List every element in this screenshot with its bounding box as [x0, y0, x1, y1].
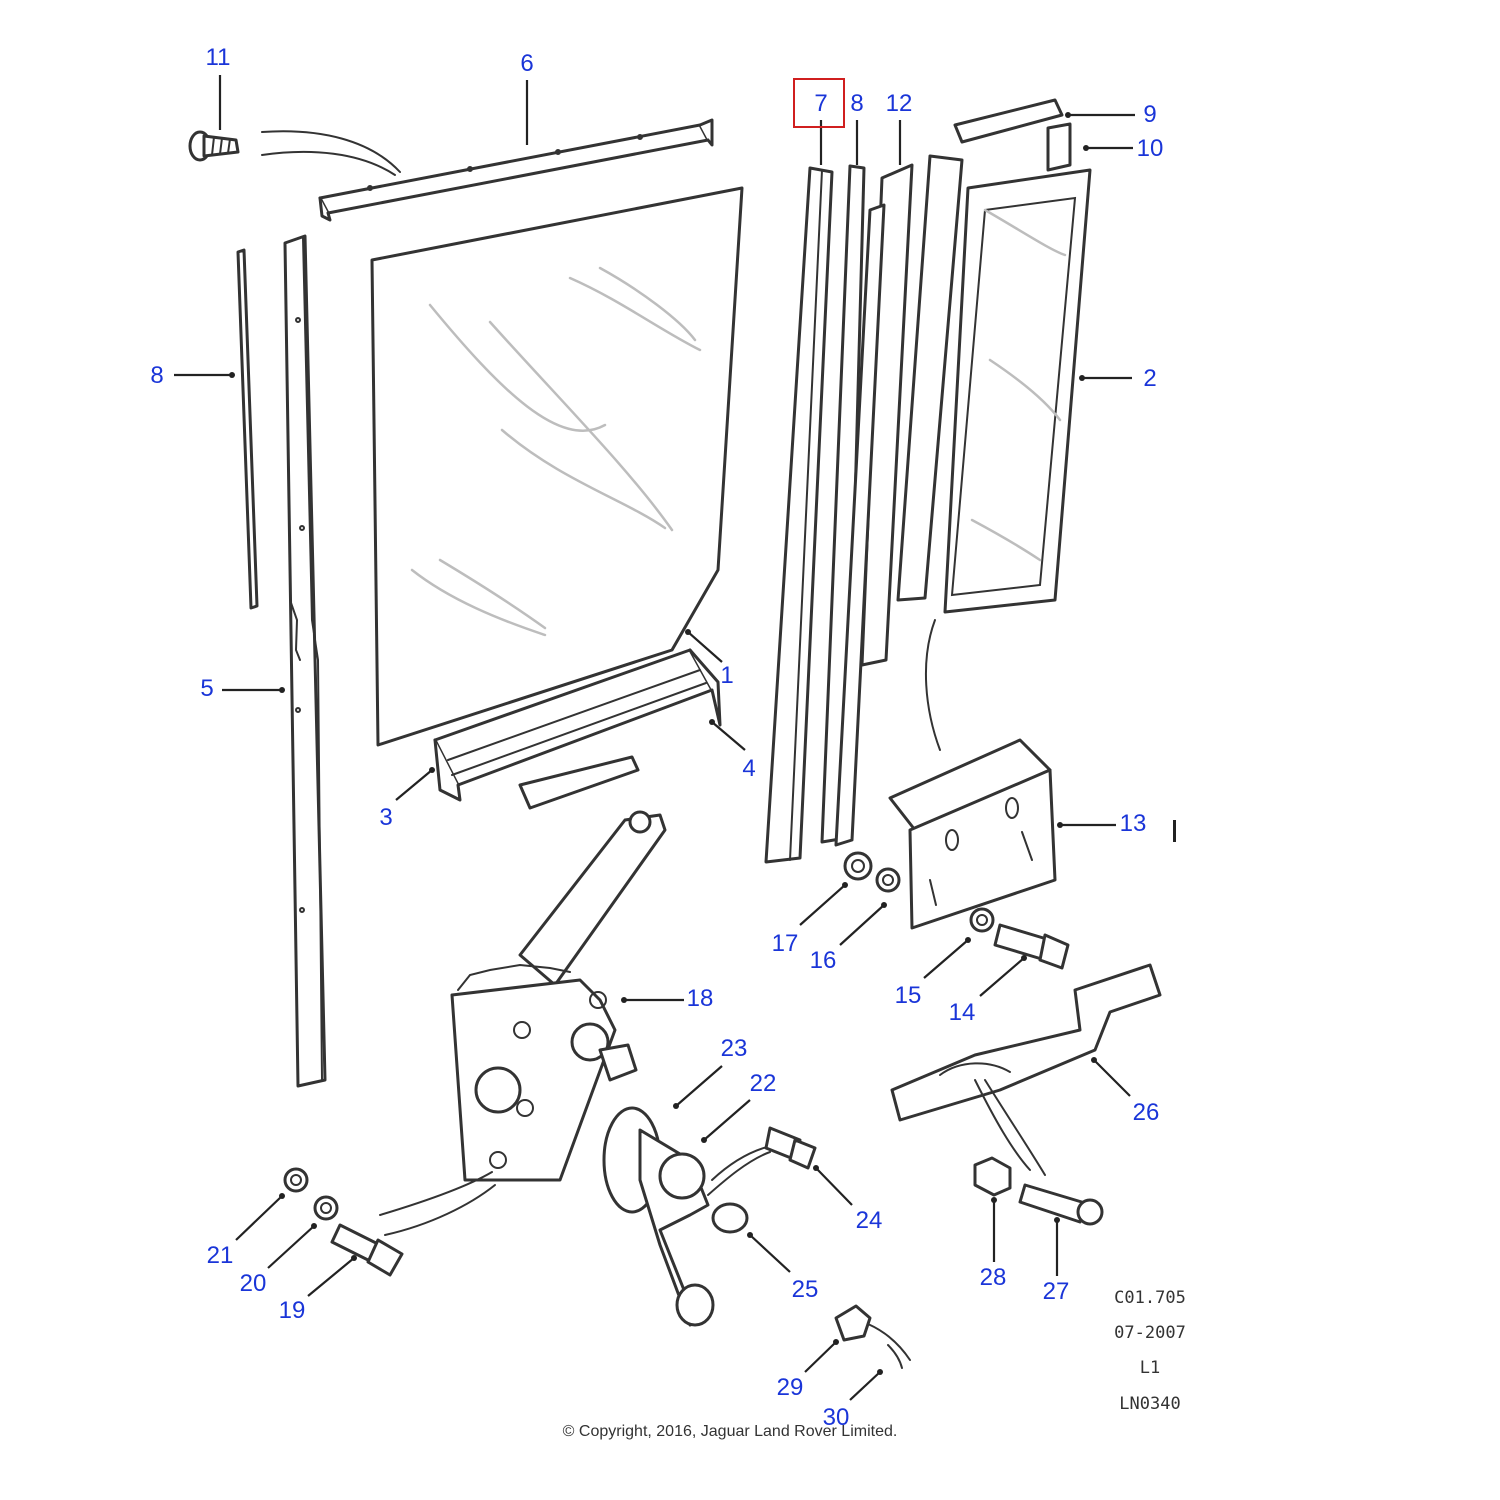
bolt-14 [993, 923, 1070, 970]
callout-29[interactable]: 29 [776, 1374, 804, 1401]
washer-16 [875, 867, 901, 893]
callout-16[interactable]: 16 [809, 947, 837, 974]
ref-code-1: C01.705 [1114, 1288, 1186, 1308]
regulator-18 [450, 810, 667, 1182]
text-cursor [1173, 820, 1176, 842]
winder-handle-22-23 [602, 1106, 715, 1327]
callout-4[interactable]: 4 [742, 755, 756, 782]
callout-11[interactable]: 11 [205, 44, 231, 71]
callout-3[interactable]: 3 [379, 804, 393, 831]
callout-7[interactable]: 7 [814, 90, 828, 117]
screw-27 [1018, 1183, 1104, 1226]
callout-23[interactable]: 23 [720, 1035, 748, 1062]
callout-25[interactable]: 25 [791, 1276, 819, 1303]
callout-10[interactable]: 10 [1136, 135, 1164, 162]
selected-callout-highlight [793, 78, 845, 128]
handle-26 [890, 963, 1162, 1122]
leader-lines [174, 75, 1135, 1401]
copyright-notice: © Copyright, 2016, Jaguar Land Rover Lim… [562, 1423, 898, 1440]
ref-code-3: LN0340 [1119, 1394, 1181, 1414]
clip-29 [834, 1304, 872, 1342]
callout-6[interactable]: 6 [520, 50, 534, 77]
callout-14[interactable]: 14 [948, 999, 976, 1026]
callout-17[interactable]: 17 [771, 930, 799, 957]
cap-25 [711, 1202, 749, 1234]
strip-8-left [236, 248, 259, 610]
channel-5 [283, 234, 327, 1088]
callout-26[interactable]: 26 [1132, 1099, 1160, 1126]
nut-17 [843, 851, 873, 881]
frame-2-9-10 [896, 98, 1092, 614]
ref-date: 07-2007 [1114, 1323, 1186, 1343]
callout-20[interactable]: 20 [239, 1270, 267, 1297]
screw-11 [188, 130, 240, 162]
callout-28[interactable]: 28 [979, 1264, 1007, 1291]
nut-28 [973, 1156, 1012, 1197]
callout-9[interactable]: 9 [1143, 101, 1157, 128]
callout-2[interactable]: 2 [1143, 365, 1157, 392]
callout-30[interactable]: 30 [822, 1404, 850, 1431]
washer-20 [313, 1195, 339, 1221]
callout-13[interactable]: 13 [1119, 810, 1147, 837]
callout-1[interactable]: 1 [720, 662, 734, 689]
bottom-channel-3-4 [433, 648, 722, 810]
callout-24[interactable]: 24 [855, 1207, 883, 1234]
bolt-19 [330, 1223, 404, 1277]
screw-24 [764, 1126, 817, 1170]
washer-21 [283, 1167, 309, 1193]
callout-22[interactable]: 22 [749, 1070, 777, 1097]
callout-18[interactable]: 18 [686, 985, 714, 1012]
callout-5[interactable]: 5 [200, 675, 214, 702]
callout-8-left[interactable]: 8 [150, 362, 164, 389]
callout-21[interactable]: 21 [206, 1242, 234, 1269]
callout-27[interactable]: 27 [1042, 1278, 1070, 1305]
glass-1 [370, 186, 744, 747]
callout-12[interactable]: 12 [885, 90, 913, 117]
ref-code-2: L1 [1139, 1358, 1161, 1378]
bracket-13 [888, 738, 1057, 930]
washer-15 [969, 907, 995, 933]
top-rail-6 [318, 118, 714, 222]
vertical-strips-7-8-12 [764, 163, 914, 864]
callout-15[interactable]: 15 [894, 982, 922, 1009]
callout-8-strip[interactable]: 8 [850, 90, 864, 117]
callout-19[interactable]: 19 [278, 1297, 306, 1324]
